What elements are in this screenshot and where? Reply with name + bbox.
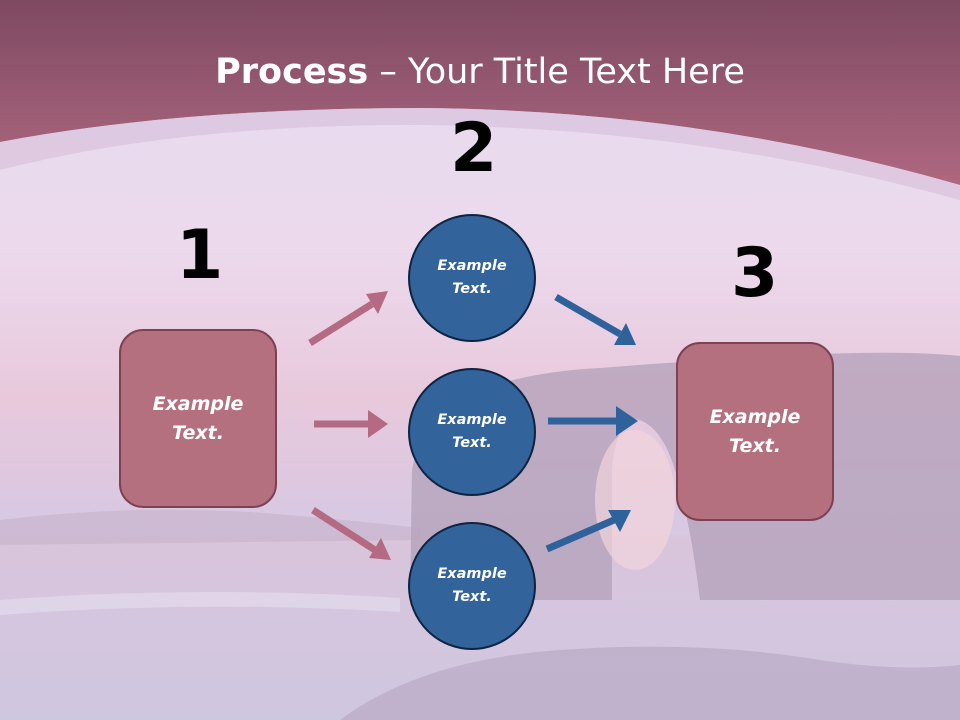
circle-3-text-line2: Text. <box>452 589 492 605</box>
slide-title: Process – Your Title Text Here <box>0 52 960 92</box>
step-1-text-line2: Text. <box>172 421 224 444</box>
circle-1-text-line2: Text. <box>452 281 492 297</box>
step-3-box: Example Text. <box>676 342 834 521</box>
circle-2-text-line1: Example <box>437 412 507 428</box>
arrow-circle-3-to-box <box>545 516 616 553</box>
arrow-head-2 <box>368 410 388 438</box>
arrow-to-circle-3 <box>311 507 377 553</box>
circle-2-text-line2: Text. <box>452 435 492 451</box>
arrow-head-1 <box>366 291 388 314</box>
step-3-text-line1: Example <box>709 405 801 428</box>
step-number-1: 1 <box>176 216 224 295</box>
step-1-text-line1: Example <box>152 392 244 415</box>
blue-arrow-head-2 <box>616 406 638 436</box>
title-bold: Process <box>215 52 369 92</box>
circle-1-text-line1: Example <box>437 258 507 274</box>
step-1-box: Example Text. <box>119 329 277 508</box>
blue-arrow-head-1 <box>614 323 636 345</box>
arrow-to-circle-1 <box>308 301 374 346</box>
process-circle-2: Example Text. <box>408 368 536 496</box>
circle-3-text-line1: Example <box>437 566 507 582</box>
blue-arrow-head-3 <box>608 510 631 532</box>
arrow-head-3 <box>369 538 391 560</box>
title-rest: – Your Title Text Here <box>368 52 745 92</box>
step-number-3: 3 <box>731 234 779 313</box>
step-3-text-line2: Text. <box>729 434 781 457</box>
step-number-2: 2 <box>450 109 498 188</box>
process-circle-3: Example Text. <box>408 522 536 650</box>
arrow-circle-1-to-box <box>554 293 622 338</box>
process-circle-1: Example Text. <box>408 214 536 342</box>
